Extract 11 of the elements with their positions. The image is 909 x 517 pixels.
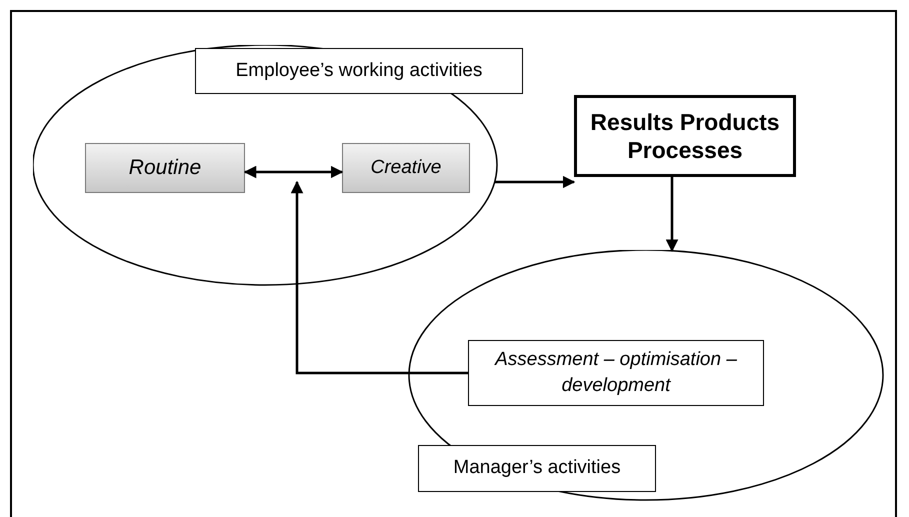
activity-box: Creative — [342, 143, 470, 193]
heading-label: Employee’s working activities — [195, 48, 523, 94]
arrow — [666, 177, 678, 252]
process-box: Assessment – optimisation – development — [468, 340, 764, 406]
arrow — [290, 180, 468, 374]
activity-ellipse — [33, 45, 525, 287]
activity-box: Routine — [85, 143, 245, 193]
heading-label: Manager’s activities — [418, 445, 656, 492]
arrow — [244, 166, 344, 178]
results-box: Results Products Processes — [574, 95, 796, 177]
arrow — [494, 176, 576, 188]
